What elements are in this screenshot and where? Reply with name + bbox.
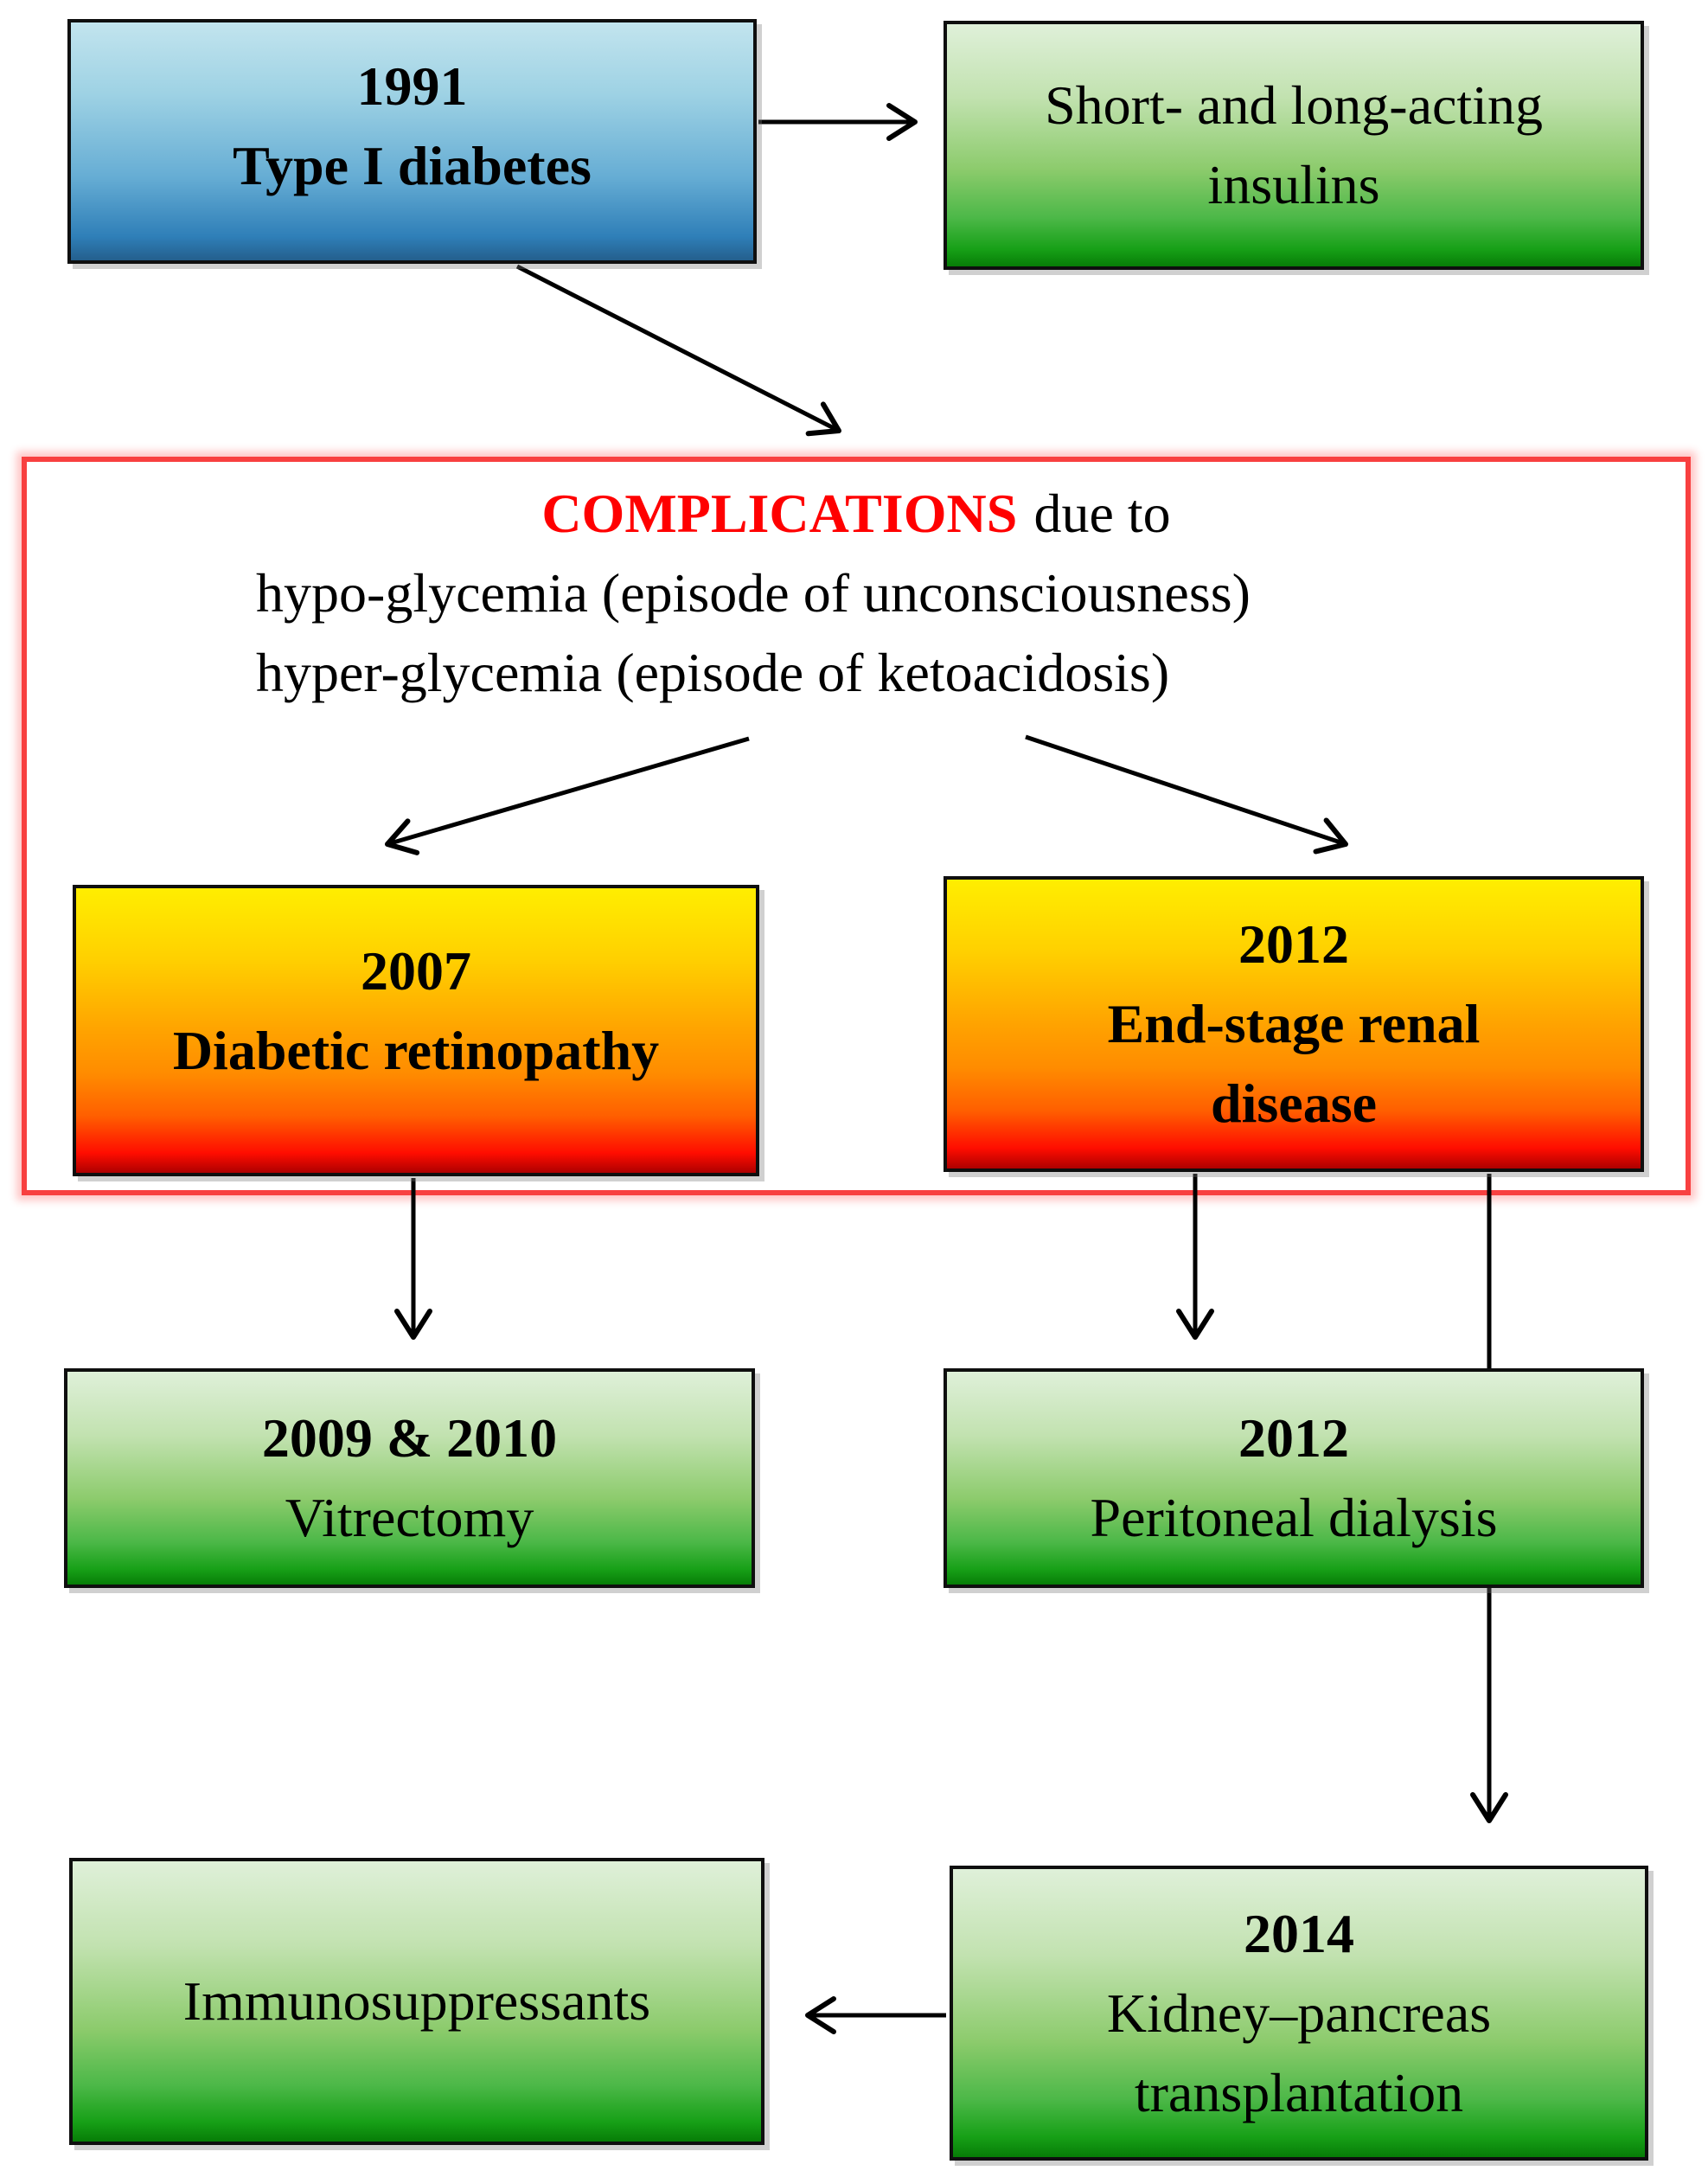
node-year: 2012 xyxy=(1238,913,1349,975)
node-vitrectomy: 2009 & 2010 Vitrectomy xyxy=(64,1368,755,1588)
complications-hyperglycemia-line: hyper-glycemia (episode of ketoacidosis) xyxy=(256,642,1170,703)
node-label: Diabetic retinopathy xyxy=(172,1019,660,1081)
node-label: Type I diabetes xyxy=(233,134,592,196)
node-year: 1991 xyxy=(356,54,468,117)
node-year: 2007 xyxy=(361,939,471,1002)
node-insulins: Short- and long-acting insulins xyxy=(944,21,1644,270)
node-diabetic-retinopathy: 2007 Diabetic retinopathy xyxy=(73,885,759,1176)
node-year: 2014 xyxy=(1244,1902,1354,1964)
node-label-line2: insulins xyxy=(1207,154,1380,215)
arrow-complications-to-renal xyxy=(1025,734,1348,855)
node-type-1-diabetes: 1991 Type I diabetes xyxy=(67,19,757,264)
node-peritoneal-dialysis: 2012 Peritoneal dialysis xyxy=(944,1368,1644,1588)
node-year: 2009 & 2010 xyxy=(261,1407,558,1469)
node-label-line1: End-stage renal xyxy=(1107,993,1481,1054)
node-year: 2012 xyxy=(1238,1407,1349,1469)
node-immunosuppressants: Immunosuppressants xyxy=(69,1858,764,2145)
node-label: Vitrectomy xyxy=(285,1487,534,1548)
arrow-complications-to-retinopathy xyxy=(385,736,750,855)
node-end-stage-renal-disease: 2012 End-stage renal disease xyxy=(944,876,1644,1172)
complications-heading-rest: due to xyxy=(1033,483,1171,544)
complications-hypoglycemia-line: hypo-glycemia (episode of unconsciousnes… xyxy=(256,562,1251,624)
node-label-line1: Short- and long-acting xyxy=(1045,74,1543,136)
arrow-diabetes-to-complications xyxy=(515,264,841,437)
node-label-line1: Kidney–pancreas xyxy=(1106,1982,1492,2044)
node-label-line2: transplantation xyxy=(1134,2061,1464,2123)
node-label: Peritoneal dialysis xyxy=(1090,1487,1498,1548)
complications-heading-accent: COMPLICATIONS xyxy=(541,483,1018,544)
node-label: Immunosuppressants xyxy=(182,1970,651,2032)
node-kidney-pancreas-transplantation: 2014 Kidney–pancreas transplantation xyxy=(950,1866,1648,2161)
node-label-line2: disease xyxy=(1211,1072,1377,1134)
